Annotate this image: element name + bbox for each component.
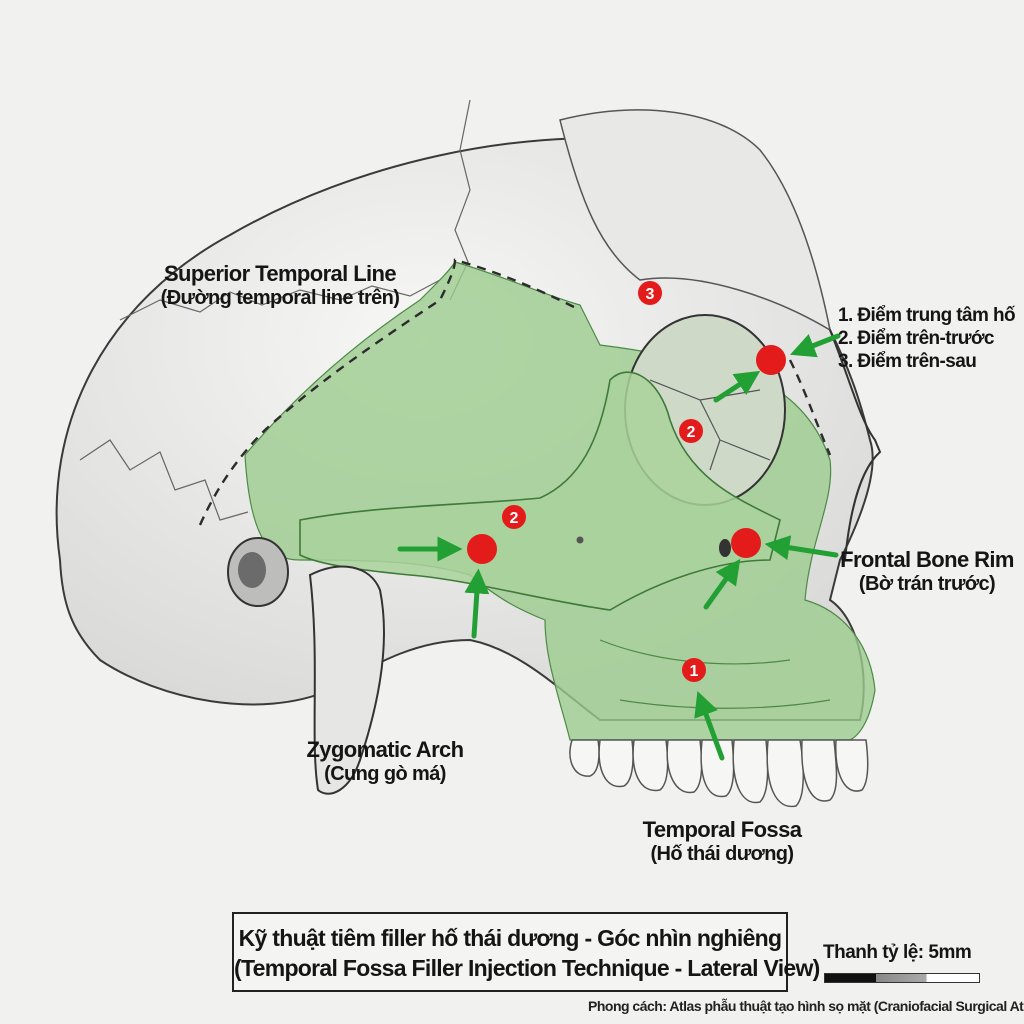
- label-temporal-fossa: Temporal Fossa (Hố thái dương): [642, 817, 802, 865]
- title-line-2: (Temporal Fossa Filler Injection Techniq…: [234, 955, 820, 981]
- legend-item: 2. Điểm trên-trước: [838, 328, 994, 350]
- pointer-arrow: [703, 558, 741, 610]
- label-superior-temporal-line: Superior Temporal Line (Đường temporal l…: [160, 261, 400, 309]
- marker-three: 3: [638, 281, 662, 305]
- infraorbital-foramen: [719, 539, 731, 557]
- nasal-bone: [829, 329, 882, 561]
- scale-bar: [824, 973, 980, 983]
- legend-item: 1. Điểm trung tâm hố: [838, 305, 1016, 326]
- label-zygomatic-arch: Zygomatic Arch (Cung gò má): [306, 737, 464, 785]
- svg-text:3: 3: [646, 286, 655, 303]
- marker-two-orbit: 2: [679, 419, 703, 443]
- style-footer: Phong cách: Atlas phẫu thuật tạo hình sọ…: [588, 998, 1024, 1014]
- pointer-arrow: [713, 370, 761, 403]
- pointer-arrow: [790, 333, 841, 358]
- injection-points-legend: 1. Điểm trung tâm hố 2. Điểm trên-trước …: [838, 304, 1016, 374]
- scale-label: Thanh tỷ lệ: 5mm: [823, 942, 972, 963]
- pointer-arrow: [464, 568, 490, 639]
- foramen-small: [576, 536, 584, 544]
- meatus-hole: [238, 552, 266, 588]
- frontal-bone: [559, 109, 832, 332]
- upper-teeth: [569, 739, 869, 808]
- lambdoid-suture: [79, 439, 249, 521]
- label-frontal-bone-rim: Frontal Bone Rim (Bờ trán trước): [840, 547, 1014, 595]
- pointer-arrow: [764, 535, 839, 561]
- superior-temporal-line: [198, 258, 581, 526]
- injection-point-marker: [467, 534, 497, 564]
- svg-text:2: 2: [510, 510, 519, 527]
- svg-text:1: 1: [690, 663, 699, 680]
- title-line-1: Kỹ thuật tiêm filler hố thái dương - Góc…: [238, 925, 782, 951]
- squamous-suture: [119, 279, 441, 321]
- injection-point-marker: [756, 345, 786, 375]
- injection-point-marker: [731, 528, 761, 558]
- marker-one: 1: [682, 658, 706, 682]
- legend-item: 3. Điểm trên-sau: [838, 351, 977, 373]
- mandible-ramus: [308, 565, 385, 795]
- frontal-rim-dashed: [788, 359, 832, 456]
- svg-text:2: 2: [687, 424, 696, 441]
- pointer-arrow: [694, 690, 725, 761]
- diagram-title-box: Kỹ thuật tiêm filler hố thái dương - Góc…: [232, 912, 820, 992]
- marker-two-arch: 2: [502, 505, 526, 529]
